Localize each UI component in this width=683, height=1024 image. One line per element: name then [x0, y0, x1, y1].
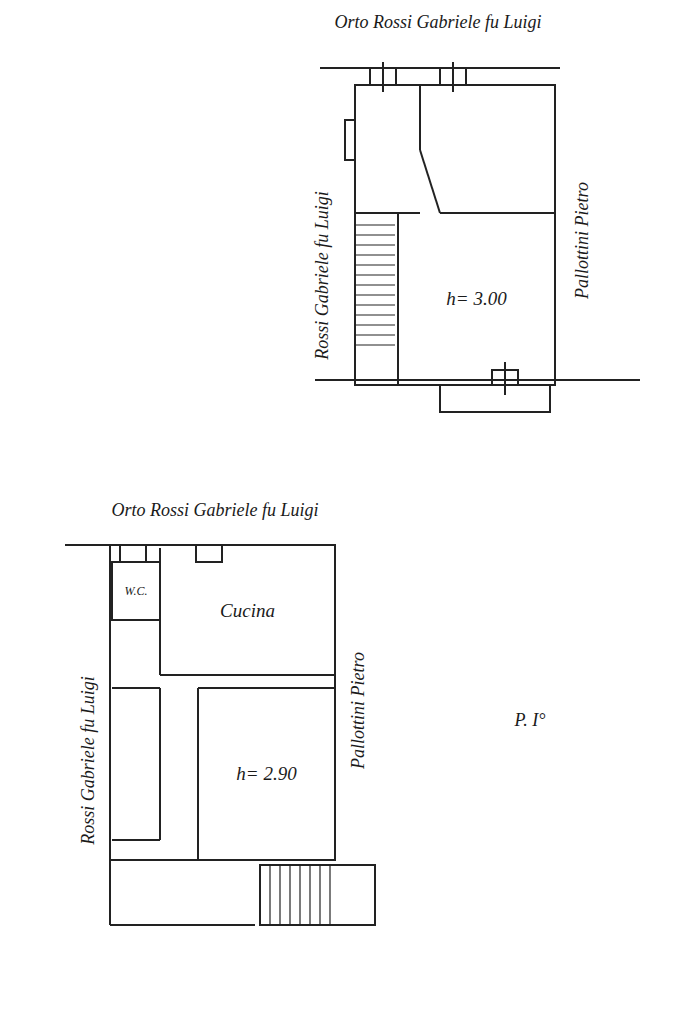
room: h= 2.90: [200, 690, 333, 858]
room-label: W.C.: [125, 584, 148, 599]
neighbour-label: Pallottini Pietro: [347, 652, 368, 769]
plan-label: Orto Rossi Gabriele fu Luigi: [111, 500, 318, 521]
plan-label: Orto Rossi Gabriele fu Luigi: [334, 12, 541, 33]
neighbour-label: Pallottini Pietro: [571, 182, 592, 299]
room: Cucina: [162, 548, 333, 673]
room-label: Cucina: [220, 600, 275, 622]
room: W.C.: [114, 564, 158, 618]
neighbour-label: Rossi Gabriele fu Luigi: [311, 191, 332, 360]
neighbour-label: Rossi Gabriele fu Luigi: [77, 676, 98, 845]
room-label: h= 3.00: [446, 288, 506, 310]
room-label: h= 2.90: [236, 763, 296, 785]
room: h= 3.00: [400, 215, 553, 383]
plan-label: P. I°: [515, 710, 546, 731]
